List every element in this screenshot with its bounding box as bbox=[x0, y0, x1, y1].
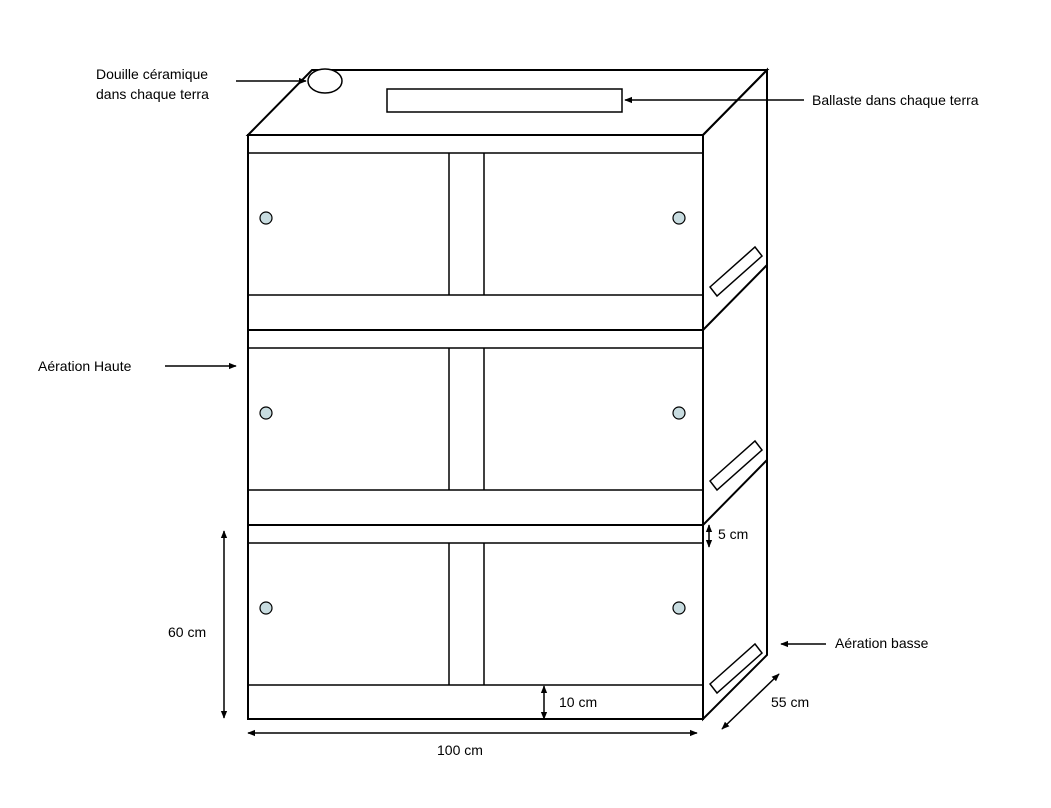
side-divider-1 bbox=[702, 264, 768, 331]
socket-label-line1: Douille céramique bbox=[96, 66, 208, 82]
vent-bottom-label: Aération basse bbox=[835, 635, 929, 651]
side-divider-2 bbox=[702, 459, 768, 526]
terrarium-3 bbox=[248, 542, 764, 695]
door-knob-left bbox=[259, 211, 273, 225]
ceramic-socket bbox=[307, 68, 343, 94]
depth-dimension-label: 55 cm bbox=[771, 694, 809, 710]
side-vent bbox=[708, 439, 764, 492]
terrarium-2 bbox=[248, 347, 764, 526]
ballast-box bbox=[386, 88, 623, 113]
height-dimension-label: 60 cm bbox=[168, 624, 206, 640]
depth-dimension-arrow bbox=[721, 673, 780, 730]
door-knob-left bbox=[259, 601, 273, 615]
terrarium-1 bbox=[248, 152, 764, 331]
socket-label-line2: dans chaque terra bbox=[96, 86, 209, 102]
cabinet-front bbox=[247, 134, 704, 720]
door-knob-right bbox=[672, 406, 686, 420]
door-knob-right bbox=[672, 211, 686, 225]
rail-top-dimension-label: 5 cm bbox=[718, 526, 748, 542]
cabinet-side-face bbox=[702, 67, 768, 722]
vent-top-label: Aération Haute bbox=[38, 358, 132, 374]
door-knob-right bbox=[672, 601, 686, 615]
width-dimension-label: 100 cm bbox=[437, 742, 483, 758]
door-knob-left bbox=[259, 406, 273, 420]
side-vent bbox=[708, 245, 764, 298]
rail-bottom-dimension-label: 10 cm bbox=[559, 694, 597, 710]
ballast-label: Ballaste dans chaque terra bbox=[812, 92, 979, 108]
